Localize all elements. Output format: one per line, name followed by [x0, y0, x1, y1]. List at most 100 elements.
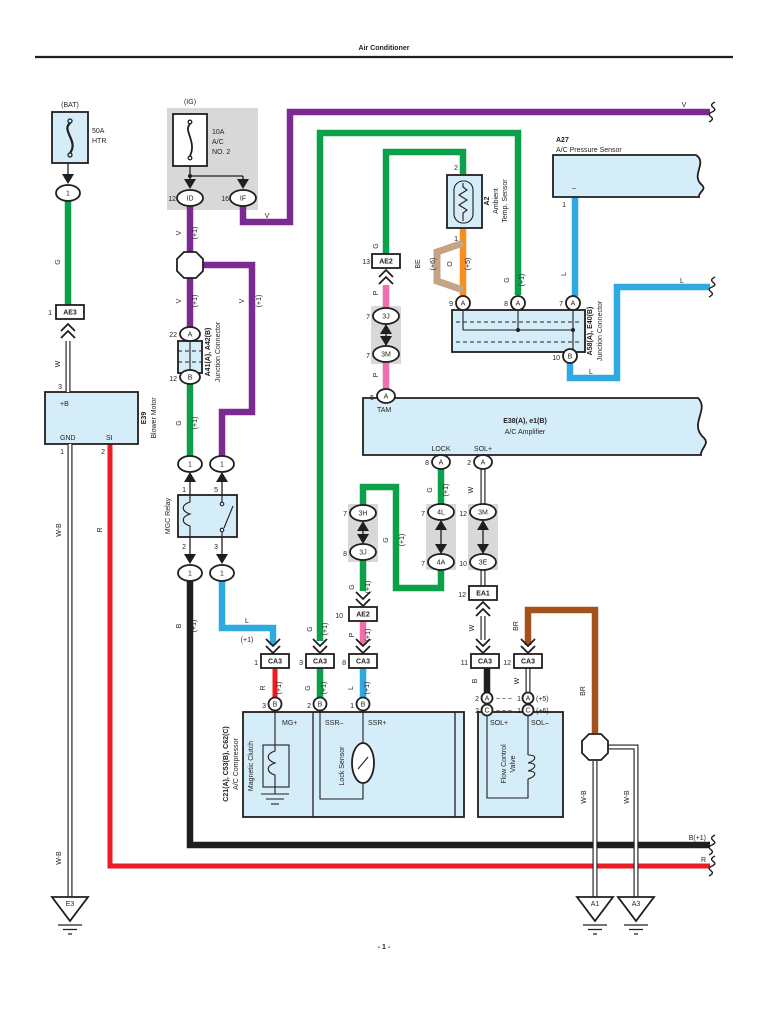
diagram-label: L [561, 272, 568, 276]
wire-breaks [708, 101, 716, 877]
a27-id: A27 [556, 137, 569, 144]
connector-oval-label: A [526, 695, 531, 702]
blower-id: E39 [141, 412, 148, 425]
diagram-label: (+6) [430, 258, 437, 271]
connector-oval-label: B [188, 374, 193, 381]
ig-fuse [172, 113, 208, 167]
diagram-label: 7 [343, 511, 347, 518]
amp-name: A/C Amplifier [505, 429, 546, 436]
connector-oval-label: A [571, 300, 576, 307]
connector-oval-label: 3J [382, 313, 389, 320]
connector-oval-label: 1 [188, 461, 192, 468]
diagram-label: 7 [421, 511, 425, 518]
diagram-label: (+1) [399, 534, 406, 547]
diagram-label: B [472, 678, 479, 683]
wire-g-lock2 [359, 483, 445, 592]
connector-oval-1 [177, 564, 203, 582]
diagram-label: 8 [342, 660, 346, 667]
ig-rating: 10A [212, 129, 225, 136]
bat-name: HTR [92, 138, 106, 145]
diagram-label: 13 [362, 259, 370, 266]
blower-motor-box [44, 391, 139, 445]
compressor-id: C21(A), C53(B), C62(C) [223, 726, 230, 801]
diagram-label: 1 [254, 660, 258, 667]
diagram-label: W [55, 360, 62, 367]
ig-line1: A/C [212, 139, 224, 146]
splice-octagon-1 [176, 251, 204, 279]
connector-oval-4A [427, 553, 455, 571]
connector-oval-label: IF [240, 195, 246, 202]
connector-oval-A [179, 326, 201, 342]
connector-oval-A [431, 454, 451, 470]
diagram-label: (+1) [192, 227, 199, 240]
diagram-label: V [265, 213, 270, 220]
connector-box-AE2 [371, 253, 401, 269]
connector-box-label: CA3 [313, 659, 327, 666]
a27-sensor-box [552, 154, 705, 198]
compressor-name: A/C Compressor [233, 737, 240, 789]
diagram-label: 5 [370, 395, 374, 402]
connector-oval-C [521, 703, 535, 717]
diagram-label: 3 [299, 660, 303, 667]
connector-oval-A [565, 295, 581, 311]
diagram-label: 5 [214, 487, 218, 494]
connector-oval-label: 1 [220, 461, 224, 468]
diagram-label: R [701, 857, 706, 864]
diagram-label: 2 [475, 696, 479, 703]
connector-oval-IF [229, 189, 257, 207]
connector-oval-label: A [516, 300, 521, 307]
connector-oval-1 [209, 564, 235, 582]
diagram-label: (+1) [321, 682, 328, 695]
component-texts: (BAT) 50A HTR (IG) 10A A/C NO. 2 +B GND … [60, 99, 640, 951]
diagram-label: (+1) [365, 629, 372, 642]
connector-oval-label: 3E [479, 559, 488, 566]
diagram-label: 8 [425, 460, 429, 467]
connector-oval-label: 4L [437, 509, 445, 516]
solid-arrows [62, 174, 489, 564]
diagram-label: W-B [56, 851, 63, 865]
connector-oval-label: 1 [66, 190, 70, 197]
connector-oval-A [521, 691, 535, 705]
diagram-label: V [239, 298, 246, 303]
connector-box-EA1 [468, 585, 498, 601]
connector-box-CA3 [513, 653, 543, 669]
diagram-label: 12 [458, 592, 466, 599]
diagram-label: G [305, 685, 312, 690]
blower-name: Blower Motor [151, 397, 158, 439]
a41-name: Junction Connector [215, 321, 222, 382]
splice-octagon-2 [581, 733, 609, 761]
connector-oval-4L [427, 503, 455, 521]
connector-box-CA3 [305, 653, 335, 669]
connector-oval-B [312, 696, 328, 712]
connector-oval-B [179, 369, 201, 385]
diagram-label: (+1) [519, 274, 526, 287]
compressor [242, 710, 564, 818]
diagram-label: R [97, 527, 104, 532]
diagram-label: L [245, 618, 249, 625]
diagram-label: B(+1) [689, 835, 706, 842]
connector-oval-label: 3J [359, 549, 366, 556]
diagram-label: (+1) [276, 682, 283, 695]
amp-tam: TAM [377, 407, 391, 414]
diagram-label: (+5) [536, 696, 549, 703]
wire-l-junction [566, 283, 710, 382]
relay-name: MGC Relay [165, 497, 172, 534]
connector-oval-A [376, 388, 396, 404]
connector-oval-label: 4A [437, 559, 446, 566]
connector-box-CA3 [348, 653, 378, 669]
connector-oval-label: A [384, 393, 389, 400]
diagram-label: 1 [454, 236, 458, 243]
wire-be-a2 [433, 239, 465, 294]
diagram-label: 1 [562, 202, 566, 209]
white-wires [65, 341, 639, 897]
diagram-label: 1 [60, 449, 64, 456]
blower-plus-b: +B [60, 401, 69, 408]
connector-oval-A [510, 295, 526, 311]
diagram-label: P [373, 290, 380, 295]
diagram-label: 22 [169, 332, 177, 339]
diagram-label: 3 [262, 703, 266, 710]
diagram-label: G [383, 537, 390, 542]
diagram-label: 7 [421, 561, 425, 568]
